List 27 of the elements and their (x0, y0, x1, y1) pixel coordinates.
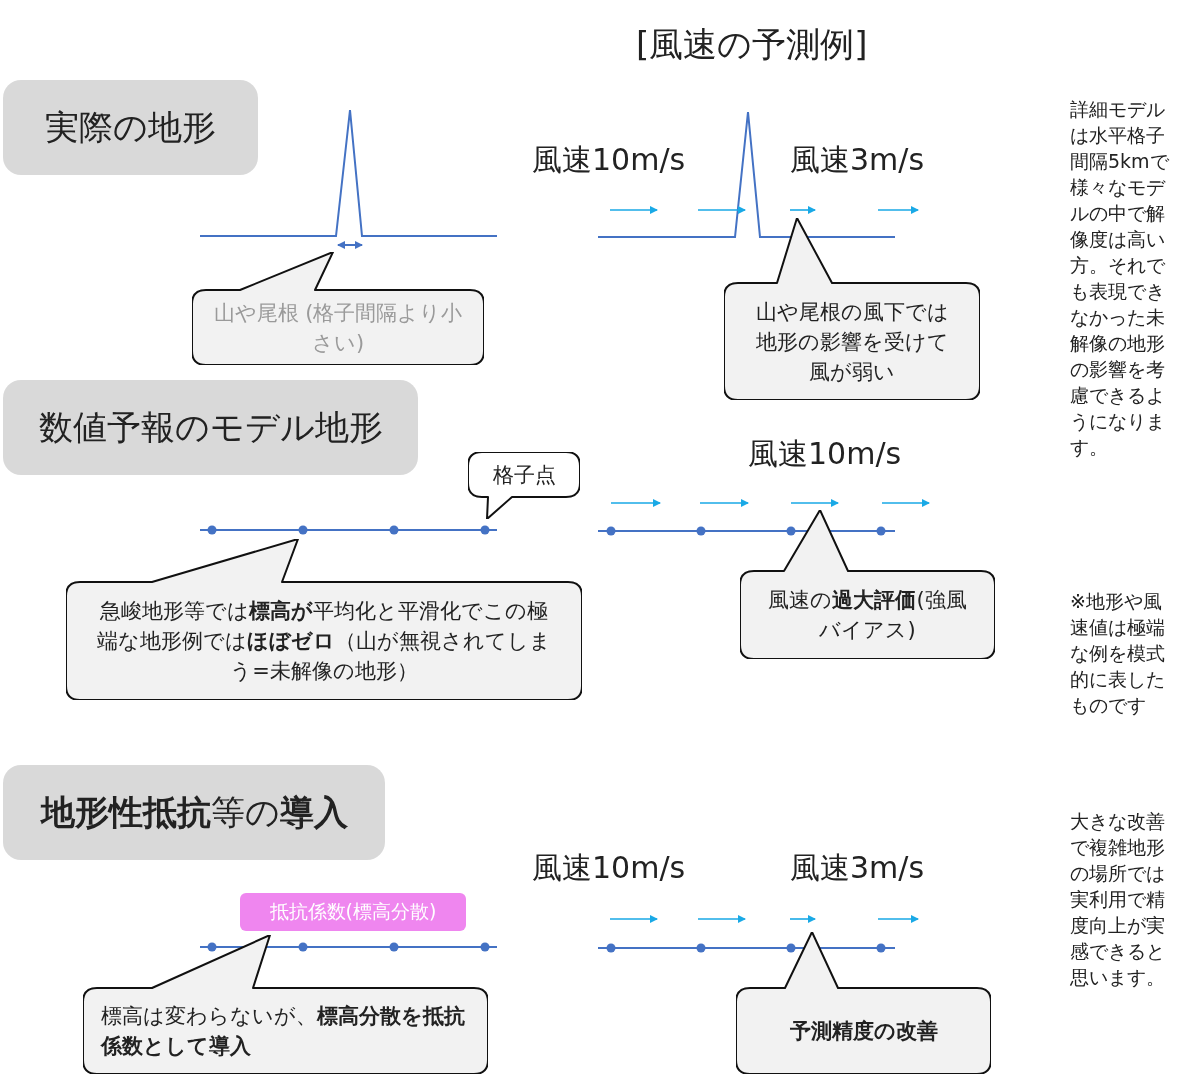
coefficient-tag: 抵抗係数(標高分散) (240, 893, 466, 931)
speech-bubble (724, 218, 980, 400)
speech-bubble (736, 932, 991, 1074)
callout-text: 格子点 (492, 461, 556, 489)
wind-speed-label: 風速10m/s (532, 849, 686, 887)
wind-speed-label: 風速10m/s (532, 141, 686, 179)
section-heading: 数値予報のモデル地形 (3, 380, 418, 475)
speech-bubble (740, 510, 995, 659)
callout-text: 予測精度の改善 (789, 1018, 938, 1045)
callout-text: 風速の過大評価(強風バイアス) (767, 587, 968, 644)
speech-bubble (66, 539, 582, 700)
speech-bubble (192, 252, 484, 365)
wind-speed-label: 風速3m/s (790, 141, 925, 179)
section-heading: 地形性抵抗等の導入 (3, 765, 385, 860)
section-heading: 実際の地形 (3, 80, 258, 175)
side-note: ※地形や風速値は極端な例を模式的に表したものです (1070, 589, 1166, 718)
callout-text: 標高は変わらないが、標高分散を抵抗係数として導入 (100, 1003, 466, 1060)
wind-speed-label: 風速10m/s (748, 435, 902, 473)
diagram-title: [風速の予測例] (636, 23, 868, 66)
callout-text: 山や尾根の風下では地形の影響を受けて風が弱い (754, 298, 950, 386)
speech-bubble (83, 935, 488, 1074)
side-note: 詳細モデルは水平格子間隔5kmで様々なモデルの中で解像度は高い方。それでも表現できなかった未解像の地形の影響を考慮できるようになります。 (1070, 97, 1170, 460)
callout-text: 山や尾根 (格子間隔より小さい) (213, 299, 463, 357)
callout-text: 急峻地形等では標高が平均化と平滑化でこの極端な地形例ではほぼゼロ（山が無視されてしまう=未解像の地形） (96, 598, 552, 685)
speech-bubble (468, 452, 580, 519)
side-note: 大きな改善で複雑地形の場所では実利用で精度向上が実感できると思います。 (1070, 809, 1166, 990)
wind-speed-label: 風速3m/s (790, 849, 925, 887)
